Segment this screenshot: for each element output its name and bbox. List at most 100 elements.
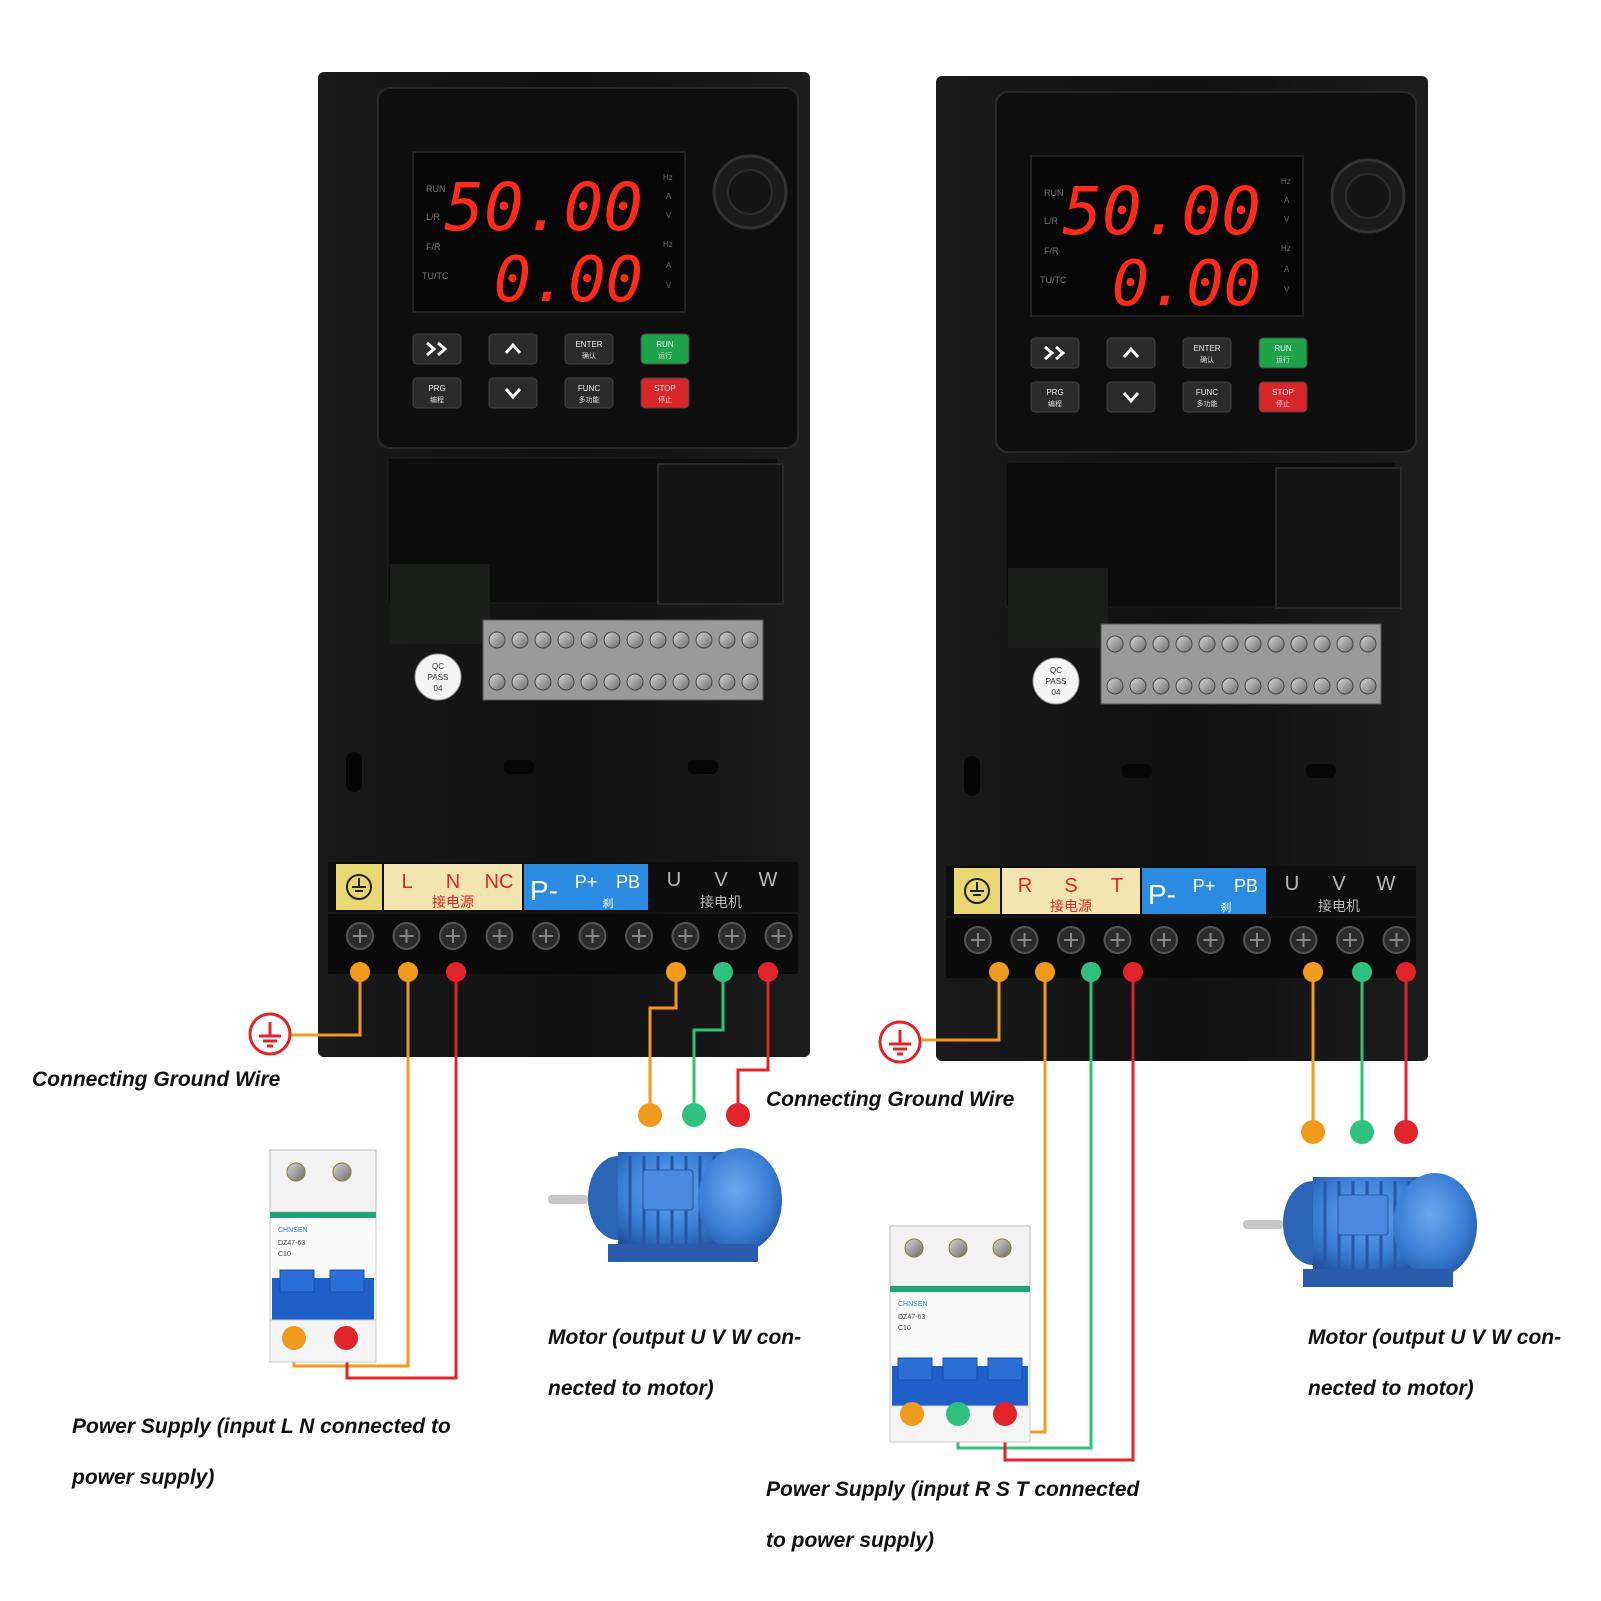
output-caption: 接电机 xyxy=(1318,898,1360,915)
key-label: RUN xyxy=(656,340,674,349)
terminal-screw xyxy=(1106,635,1124,653)
breaker-rating: C10 xyxy=(898,1325,911,1332)
terminal-screw xyxy=(1290,677,1308,695)
svg-text:V: V xyxy=(666,281,672,290)
unit-labels: Hz A V Hz A V xyxy=(1281,177,1291,294)
output-terminal-label: U xyxy=(1285,873,1299,895)
terminal-screw xyxy=(1267,677,1285,695)
output-terminal-label: U xyxy=(667,869,681,891)
caption-power-right-2: to power supply) xyxy=(766,1529,934,1552)
key-label: STOP xyxy=(1272,388,1294,397)
indicator-tutc: TU/TC xyxy=(422,271,449,281)
side-slot xyxy=(964,756,980,796)
indicator-run: RUN xyxy=(1044,188,1064,198)
key-sublabel: 运行 xyxy=(658,351,672,360)
terminal-screw xyxy=(1267,635,1285,653)
vent-slot xyxy=(688,760,718,774)
key-down-button[interactable] xyxy=(1106,381,1156,413)
terminal-screw xyxy=(1313,635,1331,653)
motor-left xyxy=(548,1148,782,1262)
input-caption: 接电源 xyxy=(1050,898,1092,915)
caption-power-right-1: Power Supply (input R S T connected xyxy=(766,1478,1140,1501)
key-shift-button[interactable] xyxy=(1030,337,1080,369)
key-shift-button[interactable] xyxy=(412,333,462,365)
terminal-screw xyxy=(1313,677,1331,695)
display-top-value: 50.00 xyxy=(444,169,643,246)
double-chevron-right-icon xyxy=(426,341,448,357)
input-terminal-label: S xyxy=(1064,875,1077,897)
output-terminal-label: W xyxy=(759,869,778,891)
terminal-screw xyxy=(488,631,506,649)
brake-terminal-label: P- xyxy=(1148,879,1176,910)
breaker-model: DZ47-63 xyxy=(898,1314,925,1321)
terminal-screw xyxy=(557,631,575,649)
output-terminal-label: V xyxy=(714,869,728,891)
qc-sticker: QC PASS 04 xyxy=(414,653,462,701)
terminal-screw xyxy=(1359,635,1377,653)
caption-motor-left-2: nected to motor) xyxy=(548,1377,714,1400)
key-down-button[interactable] xyxy=(488,377,538,409)
key-run-button[interactable]: RUN 运行 xyxy=(640,333,690,365)
key-label: RUN xyxy=(1274,344,1292,353)
indicator-tutc: TU/TC xyxy=(1040,275,1067,285)
svg-text:Hz: Hz xyxy=(663,240,673,249)
side-window xyxy=(657,463,784,605)
svg-text:PASS: PASS xyxy=(1046,677,1067,686)
chevron-up-icon xyxy=(1122,346,1140,358)
motor-right xyxy=(1243,1173,1477,1287)
output-terminal-label: W xyxy=(1377,873,1396,895)
caption-power-left-2: power supply) xyxy=(72,1466,215,1489)
terminal-screw xyxy=(1336,677,1354,695)
vent-slot xyxy=(1122,764,1152,778)
display-top-value: 50.00 xyxy=(1062,173,1261,250)
chevron-down-icon xyxy=(1122,392,1140,404)
terminal-screw xyxy=(718,631,736,649)
key-label: STOP xyxy=(654,384,676,393)
terminal-screw xyxy=(695,631,713,649)
terminal-screw xyxy=(1129,677,1147,695)
key-up-button[interactable] xyxy=(1106,337,1156,369)
terminal-screw xyxy=(1221,635,1239,653)
svg-text:Hz: Hz xyxy=(1281,177,1291,186)
side-window xyxy=(1275,467,1402,609)
control-terminal-block xyxy=(482,619,764,701)
terminal-screw xyxy=(1175,677,1193,695)
input-terminal-label: L xyxy=(401,871,412,893)
svg-text:04: 04 xyxy=(1052,688,1061,697)
key-label: FUNC xyxy=(578,384,600,393)
qc-sticker: QC PASS 04 xyxy=(1032,657,1080,705)
key-label: FUNC xyxy=(1196,388,1218,397)
terminal-screw xyxy=(603,631,621,649)
terminal-screw xyxy=(1290,635,1308,653)
terminal-screw xyxy=(1359,677,1377,695)
terminal-screw xyxy=(672,631,690,649)
svg-text:V: V xyxy=(666,211,672,220)
earth-terminal-label xyxy=(954,868,1000,914)
brake-terminal-label: PB xyxy=(1234,876,1258,896)
display-window xyxy=(412,151,686,313)
key-up-button[interactable] xyxy=(488,333,538,365)
terminal-screw xyxy=(580,631,598,649)
key-label: PRG xyxy=(1046,388,1063,397)
inverter-right: RUN L/R F/R TU/TC 50.00 0.00 Hz A V Hz A… xyxy=(936,76,1428,1061)
terminal-screw xyxy=(741,673,759,691)
brake-caption: 刹 xyxy=(603,897,614,910)
terminal-screw xyxy=(1198,635,1216,653)
indicator-run: RUN xyxy=(426,184,446,194)
control-pcb xyxy=(1008,568,1108,648)
knob-inner xyxy=(1345,173,1391,219)
input-terminal-label: T xyxy=(1111,875,1123,897)
chevron-down-icon xyxy=(504,388,522,400)
